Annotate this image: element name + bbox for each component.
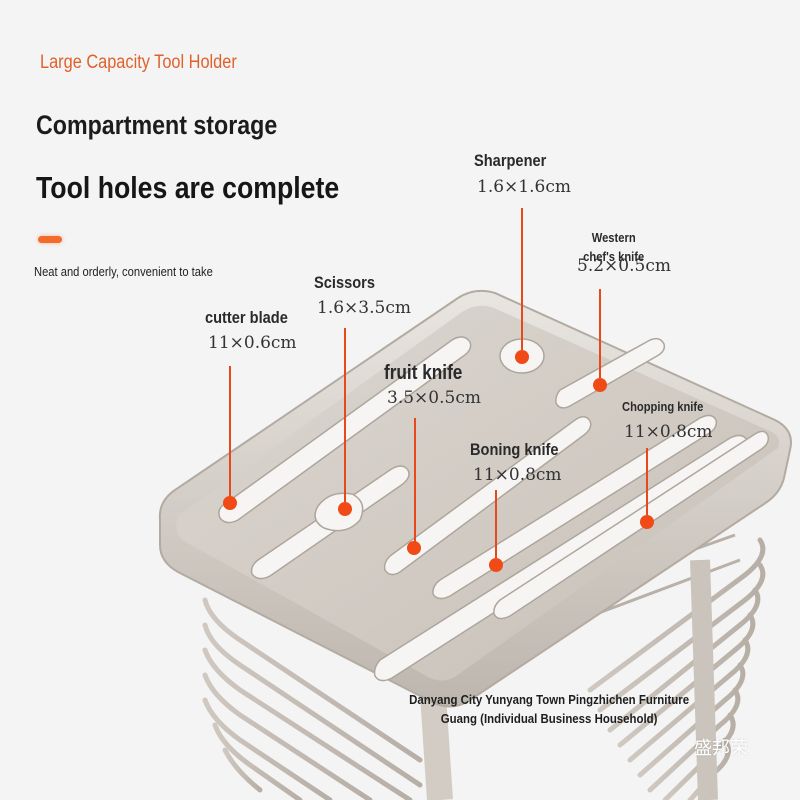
label-western-knife-name: Western chef's knife — [583, 230, 645, 264]
headline-tool-holes: Tool holes are complete — [36, 170, 340, 205]
label-western-knife-size: 5.2×0.5cm — [577, 256, 671, 276]
label-chopping-knife-name: Chopping knife — [622, 399, 704, 414]
label-scissors-name: Scissors — [314, 273, 375, 292]
leader-cutter-blade — [229, 366, 231, 496]
label-fruit-knife-size: 3.5×0.5cm — [387, 388, 481, 408]
leader-western-knife — [599, 289, 601, 379]
marker-fruit-knife — [407, 541, 421, 555]
label-cutter-blade-size: 11×0.6cm — [208, 333, 297, 353]
accent-bar — [38, 236, 62, 243]
label-boning-knife-size: 11×0.8cm — [473, 465, 562, 485]
leader-scissors — [344, 328, 346, 502]
leader-chopping-knife — [646, 448, 648, 516]
headline-compartment: Compartment storage — [36, 110, 278, 140]
label-sharpener-size: 1.6×1.6cm — [477, 177, 571, 197]
marker-scissors — [338, 502, 352, 516]
label-scissors-size: 1.6×3.5cm — [317, 298, 411, 318]
leader-fruit-knife — [414, 418, 416, 542]
wire-cage-left — [202, 597, 423, 800]
label-boning-knife-name: Boning knife — [470, 440, 559, 459]
leader-boning-knife — [495, 490, 497, 558]
wire-cage-right — [587, 537, 766, 800]
marker-western-knife — [593, 378, 607, 392]
corner-post-right — [690, 559, 718, 800]
tagline: Neat and orderly, convenient to take — [34, 264, 213, 279]
label-chopping-knife-size: 11×0.8cm — [624, 422, 713, 442]
kicker-title: Large Capacity Tool Holder — [40, 52, 237, 73]
manufacturer-credit: Danyang City Yunyang Town Pingzhichen Fu… — [409, 692, 690, 726]
label-cutter-blade-name: cutter blade — [205, 308, 288, 327]
marker-chopping-knife — [640, 515, 654, 529]
label-fruit-knife-name: fruit knife — [384, 362, 463, 384]
brand-watermark: 盛邦荣 — [694, 738, 748, 758]
label-sharpener-name: Sharpener — [474, 151, 547, 170]
marker-cutter-blade — [223, 496, 237, 510]
marker-boning-knife — [489, 558, 503, 572]
leader-sharpener — [521, 208, 523, 350]
marker-sharpener — [515, 350, 529, 364]
